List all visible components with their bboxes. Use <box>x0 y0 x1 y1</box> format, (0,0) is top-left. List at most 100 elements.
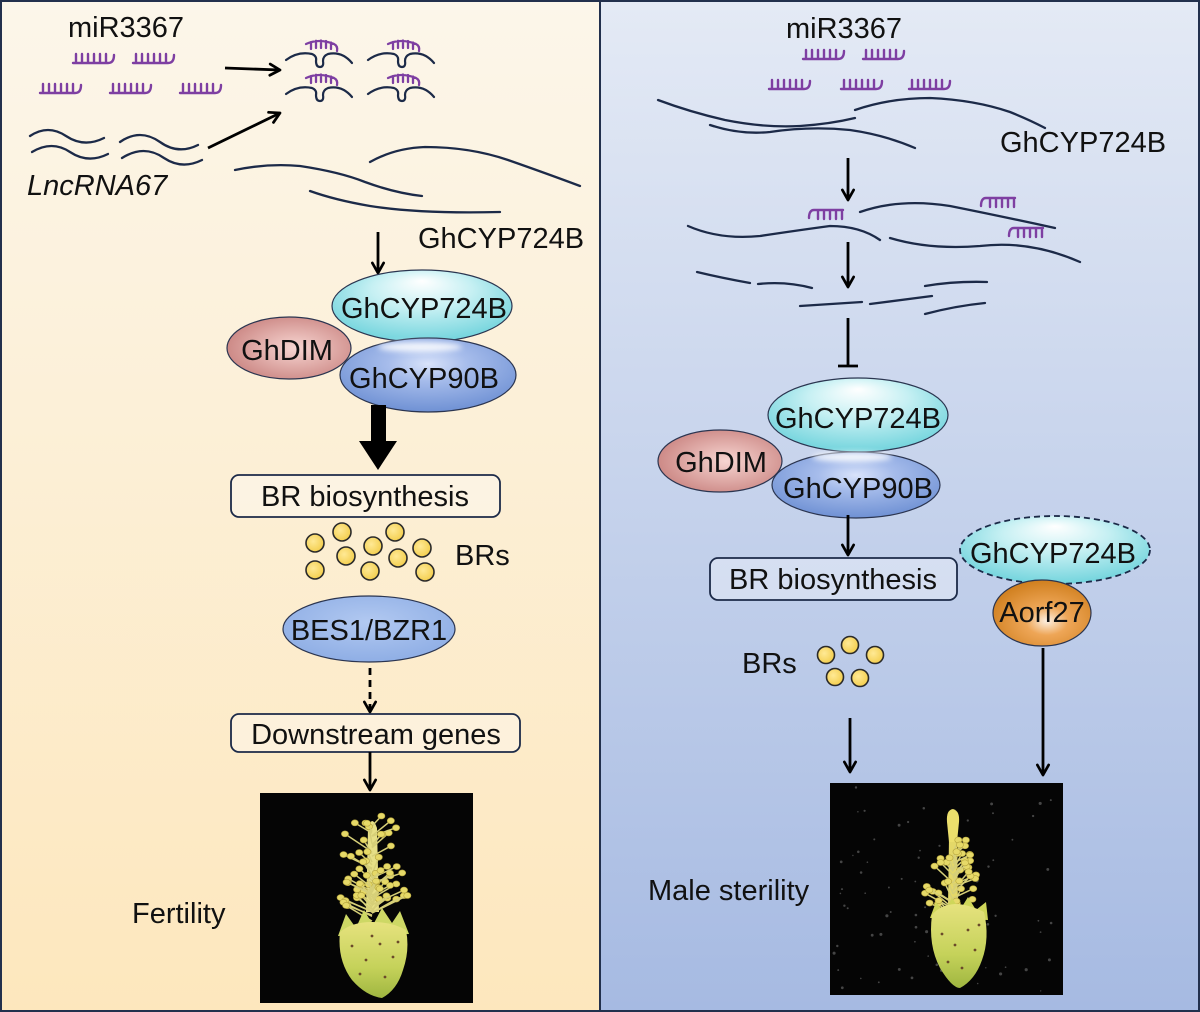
photo-noise-speck <box>910 976 914 980</box>
anther <box>377 812 386 820</box>
photo-noise-speck <box>922 806 926 810</box>
bud-speck <box>973 948 977 952</box>
ghdim-protein <box>226 316 352 380</box>
photo-noise-speck <box>990 802 994 806</box>
ghcyp90b-label: GhCYP90B <box>783 473 933 505</box>
br-molecule <box>840 635 860 655</box>
bud-speck <box>378 942 382 946</box>
photo-noise-speck <box>887 886 890 889</box>
left-br-biosynthesis-box: BR biosynthesis <box>230 474 501 518</box>
protruding-stigma <box>946 809 960 842</box>
photo-noise-speck <box>906 820 910 824</box>
anther <box>945 854 954 862</box>
flower-bud-base <box>931 904 987 988</box>
photo-noise-speck <box>914 880 917 883</box>
bud-speck <box>953 943 957 947</box>
right-ghcyp724b-mrna <box>656 96 1047 150</box>
anther <box>342 902 351 909</box>
photo-noise-speck <box>1024 968 1028 972</box>
anther <box>925 899 934 907</box>
photo-noise-speck <box>1031 814 1035 818</box>
left-brs-molecules <box>305 522 435 582</box>
photo-noise-speck <box>873 838 876 841</box>
photo-noise-speck <box>897 823 901 827</box>
photo-noise-speck <box>840 986 844 990</box>
mrna-strand <box>368 145 582 188</box>
anther <box>955 841 964 849</box>
mrna-fragment <box>756 281 814 290</box>
targeted-mrna-strand <box>858 201 1057 230</box>
photo-noise-speck <box>976 982 979 985</box>
photo-noise-speck <box>1049 799 1052 802</box>
anther <box>952 848 961 856</box>
anther <box>377 830 385 838</box>
photo-noise-speck <box>866 861 869 864</box>
bud-speck <box>960 966 964 970</box>
anther <box>355 849 364 856</box>
photo-noise-speck <box>897 967 901 971</box>
br-molecule <box>305 560 325 580</box>
mrna-fragment <box>798 300 864 308</box>
ghcyp90b-highlight <box>378 342 462 352</box>
photo-noise-speck <box>1047 958 1051 962</box>
filament <box>952 875 971 895</box>
lncrna-strand <box>30 144 110 160</box>
anther <box>359 836 368 844</box>
photo-noise-speck <box>999 972 1003 976</box>
photo-noise-speck <box>839 860 843 864</box>
right-panel: miR3367 GhCYP724B <box>648 13 1166 995</box>
br-molecule <box>385 522 405 542</box>
photo-noise-speck <box>877 981 880 984</box>
male-sterility-label: Male sterility <box>648 875 810 907</box>
photo-noise-speck <box>870 933 874 937</box>
ghdim-label: GhDIM <box>241 335 333 367</box>
br-molecule <box>388 548 408 568</box>
anther <box>362 872 371 879</box>
bud-speck <box>350 944 354 948</box>
photo-noise-speck <box>836 944 839 948</box>
photo-noise-speck <box>857 850 860 854</box>
ghdim-label: GhDIM <box>675 447 767 479</box>
left-brs-label: BRs <box>455 540 510 572</box>
photo-noise-speck <box>914 940 916 943</box>
photo-noise-speck <box>1039 990 1042 992</box>
photo-noise-speck <box>863 809 866 812</box>
mrna-strand <box>853 96 1047 130</box>
br-molecule <box>412 538 432 558</box>
bes1-bzr1-label: BES1/BZR1 <box>291 615 447 647</box>
br-molecule <box>865 645 885 665</box>
br-biosynthesis-frame <box>709 557 958 601</box>
cleaved-mrna-fragments <box>695 270 989 316</box>
photo-noise-speck <box>1039 931 1042 933</box>
ghcyp90b-highlight <box>812 452 892 462</box>
anther <box>955 877 964 885</box>
photo-noise-speck <box>839 892 842 895</box>
downstream-genes-frame <box>230 713 521 753</box>
photo-noise-speck <box>885 914 889 918</box>
photo-noise-speck <box>917 856 920 859</box>
right-br-biosynthesis-box: BR biosynthesis <box>709 557 958 601</box>
photo-noise-speck <box>864 892 867 895</box>
photo-noise-speck <box>832 951 836 955</box>
anther <box>398 869 407 877</box>
photo-noise-speck <box>914 913 918 917</box>
br-molecule <box>850 668 870 688</box>
anther <box>969 885 978 892</box>
targeted-mrna-strand <box>888 236 1082 264</box>
photo-noise-speck <box>924 906 927 909</box>
photo-noise-speck <box>840 888 844 891</box>
br-molecule <box>360 561 380 581</box>
mrna-strand <box>308 189 502 214</box>
photo-noise-speck <box>994 914 997 917</box>
mrna-fragment <box>923 301 987 316</box>
photo-noise-speck <box>889 911 892 913</box>
ghcyp90b-label: GhCYP90B <box>349 363 499 395</box>
right-brs-molecules <box>816 635 885 688</box>
anther <box>363 848 372 856</box>
lncrna-sponge-arrow <box>207 110 282 150</box>
right-protein-complex: GhCYP724B GhDIM GhCYP90B <box>657 377 949 519</box>
anther <box>359 858 367 866</box>
anther <box>392 863 401 870</box>
